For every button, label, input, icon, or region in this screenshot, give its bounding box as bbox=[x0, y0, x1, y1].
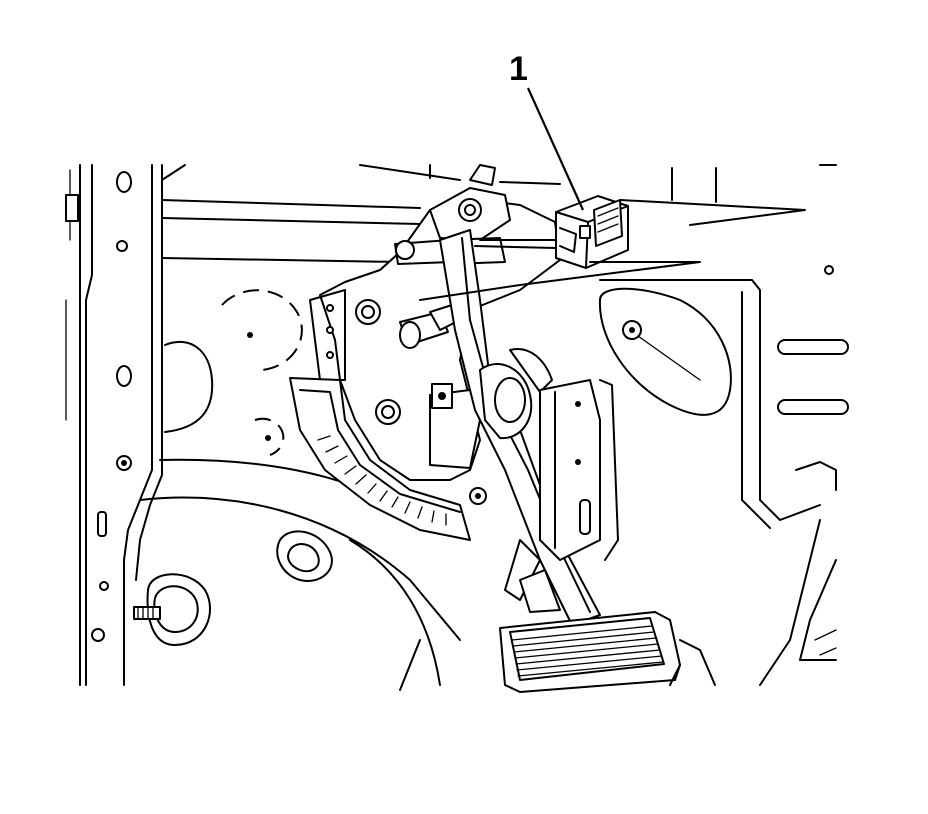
left-frame bbox=[65, 164, 163, 686]
side-bracket bbox=[504, 379, 619, 613]
pedal-pad bbox=[499, 611, 716, 693]
lower-dash-panel bbox=[133, 458, 461, 691]
pedal-bracket bbox=[309, 164, 561, 505]
callout-label-1: 1 bbox=[509, 50, 528, 88]
right-panel bbox=[599, 279, 849, 686]
dashed-circles bbox=[164, 289, 303, 456]
oval-opening bbox=[598, 287, 732, 416]
callout-leader-line bbox=[526, 87, 585, 211]
pedal-arm bbox=[439, 229, 601, 626]
component-1 bbox=[419, 195, 701, 301]
upper-beams bbox=[161, 164, 837, 275]
shroud bbox=[289, 377, 471, 541]
